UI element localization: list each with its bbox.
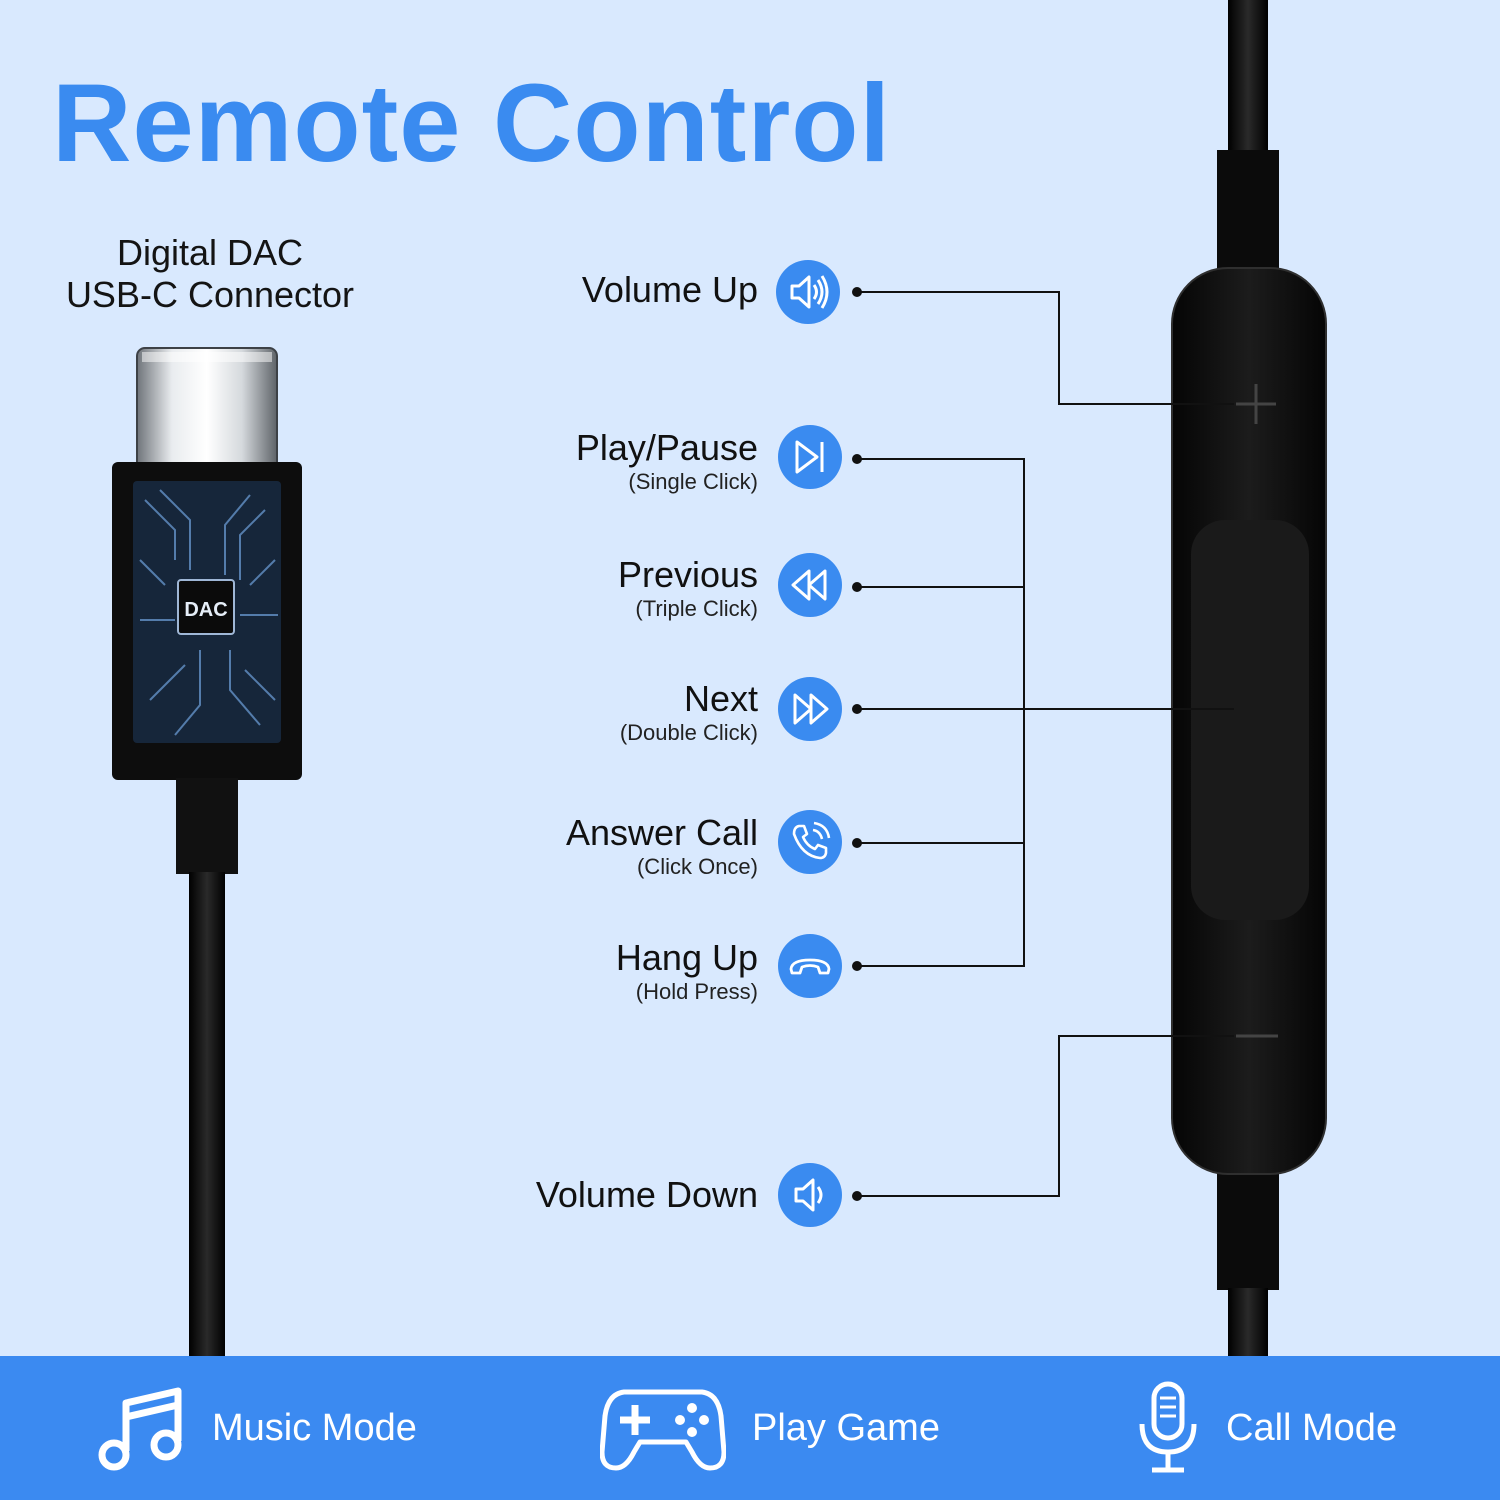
play-pause-icon bbox=[778, 425, 842, 489]
feature-bar bbox=[0, 1356, 1500, 1500]
phone-ringing-icon bbox=[778, 810, 842, 874]
feature-music-mode: Music Mode bbox=[96, 1380, 417, 1476]
leader-dot bbox=[852, 454, 862, 464]
feature-label: Call Mode bbox=[1226, 1406, 1398, 1449]
circuit-pattern bbox=[139, 489, 278, 736]
connector-caption-line1: Digital DAC bbox=[116, 232, 304, 273]
inline-remote bbox=[1171, 267, 1327, 1175]
leader-dot bbox=[852, 582, 862, 592]
control-previous: Previous (Triple Click) bbox=[358, 555, 758, 623]
control-label: Volume Up bbox=[581, 269, 758, 310]
control-label: Play/Pause bbox=[575, 427, 758, 468]
fast-forward-icon bbox=[778, 677, 842, 741]
control-answer-call: Answer Call (Click Once) bbox=[358, 813, 758, 881]
feature-call-mode: Call Mode bbox=[1136, 1380, 1397, 1476]
left-cable bbox=[189, 872, 225, 1356]
leader-dot bbox=[852, 287, 862, 297]
rewind-icon bbox=[778, 553, 842, 617]
feature-label: Play Game bbox=[752, 1406, 940, 1449]
control-sublabel: (Click Once) bbox=[636, 854, 758, 879]
strain-relief bbox=[176, 778, 238, 874]
usb-c-plug bbox=[136, 347, 278, 474]
control-label: Volume Down bbox=[535, 1174, 758, 1215]
control-label: Answer Call bbox=[565, 812, 758, 853]
leader-dot bbox=[852, 838, 862, 848]
control-sublabel: (Triple Click) bbox=[635, 596, 758, 621]
gamepad-icon bbox=[600, 1389, 726, 1471]
dac-connector-body: DAC bbox=[112, 462, 302, 780]
leader-dot bbox=[852, 1191, 862, 1201]
control-volume-down: Volume Down bbox=[358, 1175, 758, 1215]
leader-dot bbox=[852, 961, 862, 971]
feature-play-game: Play Game bbox=[600, 1380, 940, 1476]
right-cable-bottom bbox=[1228, 1288, 1268, 1358]
control-play-pause: Play/Pause (Single Click) bbox=[358, 428, 758, 496]
control-sublabel: (Double Click) bbox=[619, 720, 758, 745]
control-volume-up: Volume Up bbox=[358, 270, 758, 310]
control-label: Previous bbox=[617, 554, 758, 595]
hang-up-icon bbox=[778, 934, 842, 998]
control-label: Next bbox=[683, 678, 758, 719]
volume-up-icon bbox=[776, 260, 840, 324]
control-sublabel: (Single Click) bbox=[628, 469, 758, 494]
leader-lines bbox=[860, 291, 1234, 1197]
page-title: Remote Control bbox=[52, 62, 891, 185]
remote-collar-top bbox=[1217, 150, 1279, 275]
volume-down-icon bbox=[778, 1163, 842, 1227]
control-label: Hang Up bbox=[615, 937, 758, 978]
right-cable-top bbox=[1228, 0, 1268, 155]
connector-caption-line2: USB-C Connector bbox=[65, 274, 355, 315]
remote-collar-bottom bbox=[1217, 1170, 1279, 1290]
connector-caption: Digital DAC USB-C Connector bbox=[40, 232, 380, 316]
leader-dot bbox=[852, 704, 862, 714]
feature-label: Music Mode bbox=[212, 1406, 417, 1449]
dac-chip-label: DAC bbox=[184, 599, 227, 621]
control-hang-up: Hang Up (Hold Press) bbox=[358, 938, 758, 1006]
control-sublabel: (Hold Press) bbox=[635, 979, 758, 1004]
control-next: Next (Double Click) bbox=[358, 679, 758, 747]
music-note-icon bbox=[98, 1387, 182, 1471]
microphone-icon bbox=[1139, 1381, 1197, 1473]
multifunction-button[interactable] bbox=[1191, 520, 1309, 920]
